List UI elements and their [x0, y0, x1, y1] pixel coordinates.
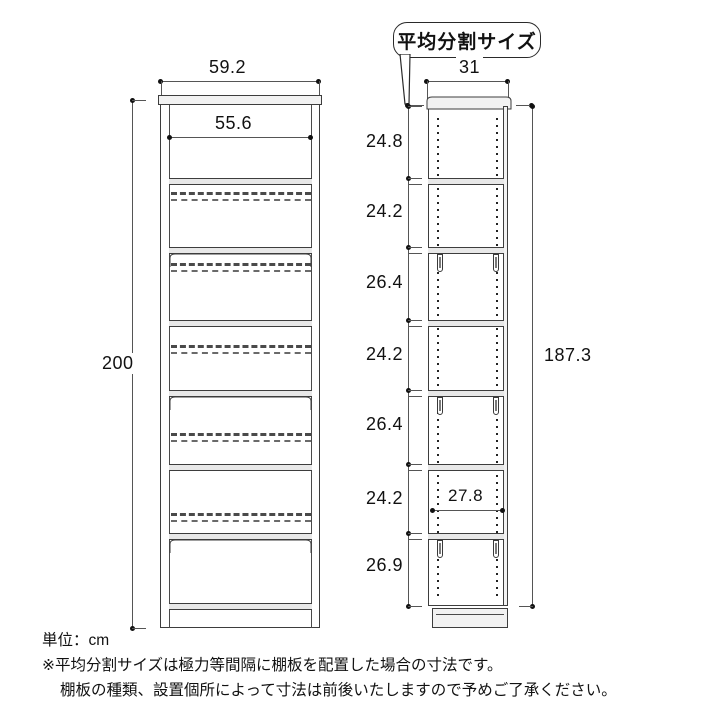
- front-right-upright: [311, 105, 312, 628]
- side-seg-tick-1b: [408, 184, 422, 185]
- side-shelf-3: [428, 320, 504, 327]
- front-inner-dim-dot-right: [308, 135, 313, 140]
- front-adjustable-shelf-hint-4: [171, 433, 311, 436]
- side-depth-dim-dot-right: [505, 79, 510, 84]
- front-adjustable-shelf-hint-3b: [171, 352, 311, 354]
- front-inner-width-label: 55.6: [212, 113, 256, 134]
- front-left-upright: [169, 105, 170, 628]
- side-seg-tick-2b: [408, 253, 422, 254]
- note-line-2: 棚板の種類、設置個所によって寸法は前後いたしますので予めご了承ください。: [60, 682, 617, 699]
- side-plinth-topline: [436, 614, 504, 615]
- side-seg-tick-7: [408, 606, 422, 607]
- side-seg-tick-4a: [408, 390, 422, 391]
- side-plinth: [432, 608, 508, 628]
- front-shelf-corner-detail-6: [169, 539, 312, 553]
- note-unit: 単位：cm: [42, 632, 110, 649]
- side-shelf-bracket-2-front: [437, 254, 443, 272]
- front-shelf-corner-detail-4: [169, 396, 312, 410]
- side-seg-tick-6b: [408, 539, 422, 540]
- side-depth-ext-right: [508, 81, 509, 99]
- side-seg-tick-2a: [408, 247, 422, 248]
- front-adjustable-shelf-hint-5: [171, 513, 311, 516]
- side-inner-depth-label: 27.8: [445, 486, 487, 506]
- front-width-dimension-line: [161, 81, 319, 82]
- side-seg-tick-3a: [408, 320, 422, 321]
- side-shelf-1: [428, 178, 504, 185]
- side-shelf-bracket-2-back: [493, 254, 499, 272]
- front-outer-width-label: 59.2: [206, 57, 250, 78]
- side-total-height-dimension-line: [532, 106, 533, 606]
- side-seg-tick-0: [408, 106, 422, 107]
- note-line-1: ※平均分割サイズは極力等間隔に棚板を配置した場合の寸法です。: [42, 657, 503, 674]
- front-adjustable-shelf-hint-4b: [171, 440, 311, 442]
- side-depth-dimension-line: [427, 81, 508, 82]
- front-adjustable-shelf-hint-2b: [171, 270, 311, 272]
- front-height-ext-top: [132, 100, 146, 101]
- side-depth-ext-left: [427, 81, 428, 99]
- front-shelf-fixed-1: [169, 178, 312, 185]
- side-shelf-5: [428, 464, 504, 471]
- side-top-left-tick: [410, 105, 424, 106]
- front-width-ext-right: [319, 81, 320, 99]
- side-inner-depth-dot-left: [430, 508, 435, 513]
- side-shelf-4: [428, 390, 504, 397]
- side-cabinet-body: [428, 106, 508, 606]
- side-segment-label-3: 26.4: [363, 272, 407, 293]
- side-top-right-tick: [516, 105, 530, 106]
- side-shelf-6: [428, 533, 504, 540]
- side-segment-label-1: 24.8: [363, 131, 407, 152]
- side-segment-label-5: 26.4: [363, 414, 407, 435]
- side-segment-label-2: 24.2: [363, 201, 407, 222]
- side-segment-label-6: 24.2: [363, 488, 407, 509]
- side-total-height-tick-bottom: [519, 606, 533, 607]
- front-shelf-fixed-5: [169, 464, 312, 471]
- side-seg-tick-4b: [408, 396, 422, 397]
- front-top-board: [158, 95, 322, 105]
- side-seg-tick-6a: [408, 533, 422, 534]
- side-shelf-bracket-4-back: [493, 397, 499, 415]
- side-top-board: [426, 96, 512, 110]
- side-pin-holes-front-column: [437, 118, 439, 596]
- side-pin-holes-back-column: [496, 118, 498, 596]
- front-height-ext-bottom: [132, 628, 146, 629]
- side-seg-tick-1a: [408, 178, 422, 179]
- front-width-dim-dot-left: [158, 79, 163, 84]
- callout-label: 平均分割サイズ: [397, 31, 537, 53]
- front-width-ext-left: [161, 81, 162, 99]
- front-shelf-corner-detail-2: [169, 253, 312, 267]
- front-shelf-fixed-3: [169, 320, 312, 327]
- side-segment-chain-line: [408, 106, 409, 606]
- front-adjustable-shelf-hint-1: [171, 192, 311, 195]
- side-seg-tick-5a: [408, 464, 422, 465]
- side-segment-label-7: 26.9: [363, 555, 407, 576]
- side-inner-height-label: 187.3: [541, 345, 595, 366]
- side-inner-depth-dot-right: [500, 508, 505, 513]
- side-shelf-bracket-6-front: [437, 540, 443, 558]
- callout-average-split-size: 平均分割サイズ: [393, 22, 541, 58]
- side-shelf-2: [428, 247, 504, 254]
- front-outer-height-label: 200: [99, 353, 137, 374]
- side-outer-depth-label: 31: [456, 57, 484, 78]
- side-total-height-dot-top: [530, 104, 535, 109]
- side-shelf-bracket-6-back: [493, 540, 499, 558]
- side-back-panel: [503, 106, 508, 606]
- notes-block: 単位：cm ※平均分割サイズは極力等間隔に棚板を配置した場合の寸法です。 棚板の…: [42, 628, 682, 703]
- front-inner-width-dimension-line: [170, 137, 311, 138]
- front-adjustable-shelf-hint-3: [171, 345, 311, 348]
- side-segment-label-4: 24.2: [363, 344, 407, 365]
- front-adjustable-shelf-hint-5b: [171, 520, 311, 522]
- side-seg-tick-5b: [408, 470, 422, 471]
- front-adjustable-shelf-hint-1b: [171, 199, 311, 201]
- front-width-dim-dot-right: [316, 79, 321, 84]
- side-shelf-bracket-4-front: [437, 397, 443, 415]
- side-inner-depth-dimension-line: [433, 510, 503, 511]
- front-bottom-board: [169, 603, 312, 610]
- side-depth-dim-dot-left: [424, 79, 429, 84]
- front-inner-dim-dot-left: [167, 135, 172, 140]
- side-seg-tick-3b: [408, 326, 422, 327]
- front-adjustable-shelf-hint-2: [171, 263, 311, 266]
